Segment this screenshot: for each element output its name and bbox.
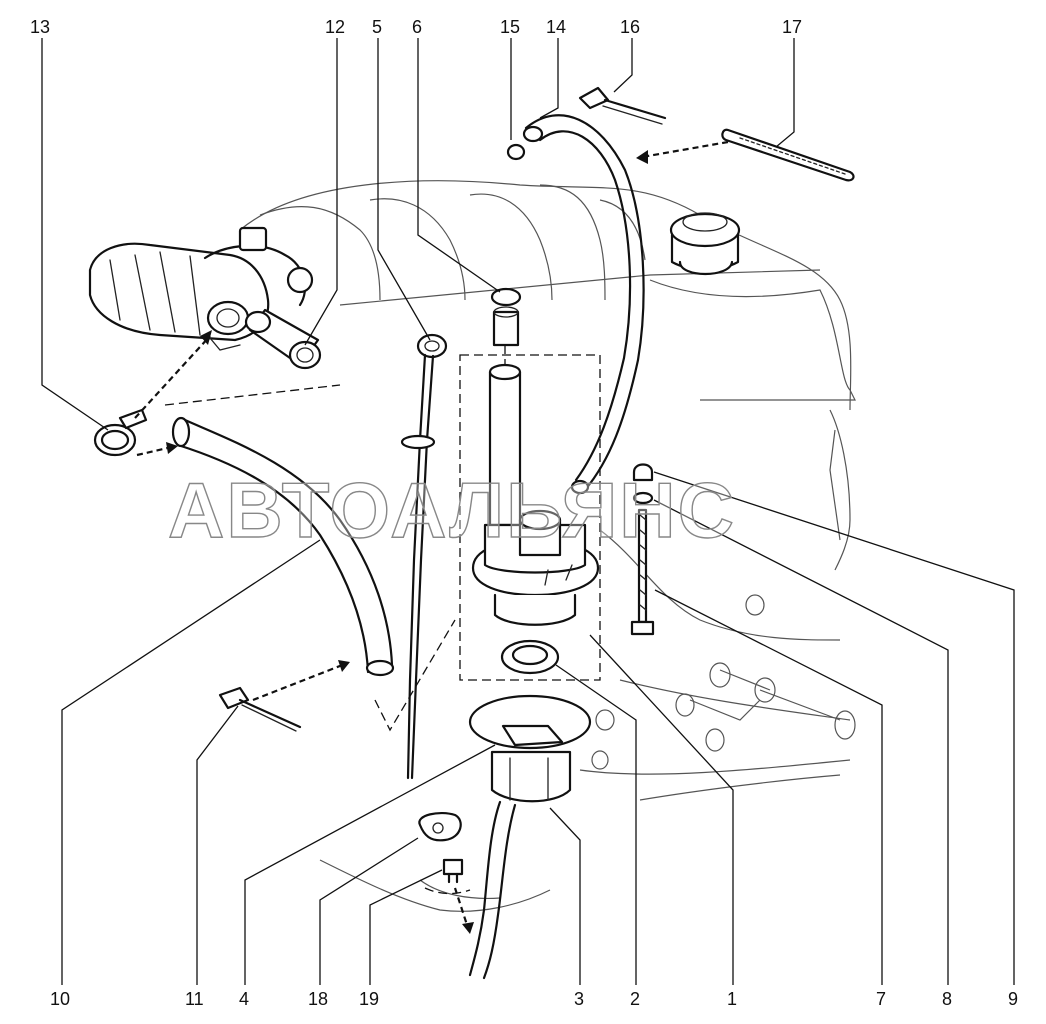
- part-19-bolt: [442, 858, 464, 884]
- callout-19: 19: [359, 989, 379, 1009]
- callout-labels: 13 12 5 6 15 14 16 17 10 11 4 18 19 3 2 …: [30, 17, 1018, 1009]
- part-16-cable-tie: [578, 86, 667, 125]
- engine-background: [88, 180, 856, 912]
- assembly-outline: [459, 354, 601, 681]
- part-2-seal-ring: [500, 639, 560, 675]
- part-7-stud: [630, 508, 655, 636]
- callout-14: 14: [546, 17, 566, 37]
- callout-5: 5: [372, 17, 382, 37]
- part-13-hose-clamp: [93, 408, 148, 457]
- callout-13: 13: [30, 17, 50, 37]
- callout-17: 17: [782, 17, 802, 37]
- callout-3: 3: [574, 989, 584, 1009]
- callout-9: 9: [1008, 989, 1018, 1009]
- part-11-clip: [218, 686, 302, 732]
- part-12-hose-stub: [244, 308, 322, 370]
- callout-7: 7: [876, 989, 886, 1009]
- callout-8: 8: [942, 989, 952, 1009]
- callout-18: 18: [308, 989, 328, 1009]
- watermark-text: АВТОАЛЬЯНС: [168, 466, 736, 554]
- part-3-tube-nut: [468, 750, 572, 980]
- part-18-bracket: [418, 811, 462, 842]
- part-17-strap: [721, 128, 855, 182]
- part-10-breather-hose: [171, 416, 395, 677]
- part-15-plug: [506, 143, 526, 161]
- part-6-guide-insert: [490, 287, 522, 347]
- part-8-washer: [632, 491, 654, 505]
- callout-6: 6: [412, 17, 422, 37]
- assembly-arrows: [134, 140, 729, 934]
- callout-16: 16: [620, 17, 640, 37]
- callout-15: 15: [500, 17, 520, 37]
- part-14-vent-hose: [522, 114, 645, 495]
- callout-2: 2: [630, 989, 640, 1009]
- part-5-dipstick: [400, 333, 448, 780]
- part-4-mount-cup: [468, 694, 592, 750]
- leader-lines: [41, 38, 1015, 985]
- callout-1: 1: [727, 989, 737, 1009]
- part-9-cap-nut: [632, 463, 654, 482]
- callout-11: 11: [185, 989, 204, 1009]
- callout-4: 4: [239, 989, 249, 1009]
- part-1-guide-tube: [471, 363, 600, 626]
- callout-10: 10: [50, 989, 70, 1009]
- callout-12: 12: [325, 17, 345, 37]
